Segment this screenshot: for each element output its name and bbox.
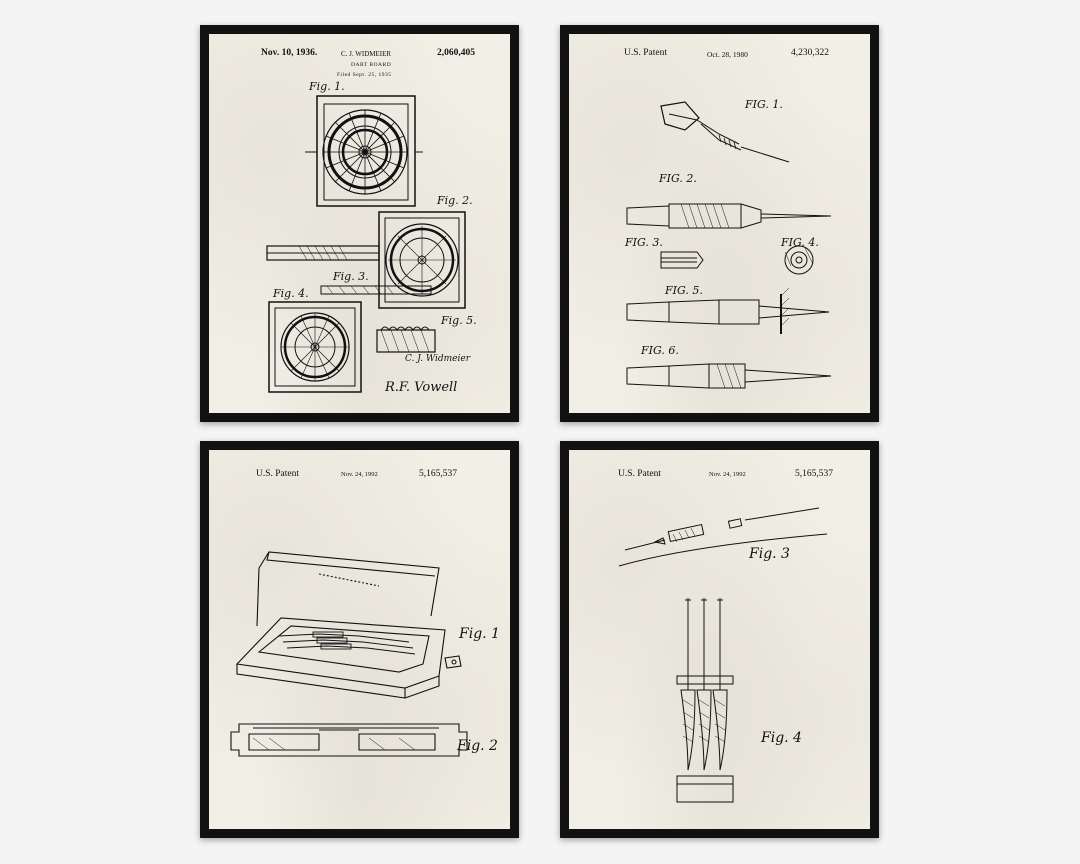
patent-paper: Nov. 10, 1936. C. J. WIDMEIER 2,060,405 … xyxy=(209,34,510,413)
patent-date: Nov. 10, 1936. xyxy=(261,48,318,58)
inventor-signature: C. J. Widmeier xyxy=(405,354,471,364)
patent-label: U.S. Patent xyxy=(624,48,668,58)
patent-label: U.S. Patent xyxy=(256,469,300,479)
fig-label-2: FIG. 2. xyxy=(659,172,697,185)
poster-frame-dart-stand: U.S. Patent Nov. 24, 1992 5,165,537 xyxy=(560,441,879,838)
patent-number: 4,230,322 xyxy=(791,48,829,58)
fig-label-3: FIG. 3. xyxy=(625,236,663,249)
fig-label-4: FIG. 4. xyxy=(781,236,819,249)
patent-paper: U.S. Patent Nov. 24, 1992 5,165,537 xyxy=(569,450,870,829)
patent-paper: U.S. Patent Oct. 28, 1980 4,230,322 xyxy=(569,34,870,413)
fig-label-5: Fig. 5. xyxy=(441,314,477,327)
attorney-signature: R.F. Vowell xyxy=(385,380,458,395)
patent-date: Oct. 28, 1980 xyxy=(707,50,748,59)
dart-board-drawing xyxy=(266,95,466,393)
fig-label-1: FIG. 1. xyxy=(745,98,783,111)
fig-label-5: FIG. 5. xyxy=(665,284,703,297)
dart-stand-drawing xyxy=(618,507,828,803)
patent-number: 5,165,537 xyxy=(795,469,833,479)
dart-case-drawing xyxy=(230,551,468,757)
patent-filed: Filed Sept. 25, 1935 xyxy=(337,72,392,78)
fig-label-1: Fig. 1 xyxy=(459,626,500,642)
poster-frame-dart-case: U.S. Patent Nov. 24, 1992 5,165,537 xyxy=(200,441,519,838)
poster-frame-dart-1980: U.S. Patent Oct. 28, 1980 4,230,322 xyxy=(560,25,879,422)
patent-title: DART BOARD xyxy=(351,62,392,68)
fig-label-4: Fig. 4 xyxy=(761,730,802,746)
patent-label: U.S. Patent xyxy=(618,469,662,479)
patent-date: Nov. 24, 1992 xyxy=(341,471,378,478)
fig-label-3: Fig. 3 xyxy=(749,546,790,562)
fig-label-4: Fig. 4. xyxy=(273,287,309,300)
dart-1980-drawing xyxy=(626,101,832,389)
poster-frame-dart-board: Nov. 10, 1936. C. J. WIDMEIER 2,060,405 … xyxy=(200,25,519,422)
fig-label-3: Fig. 3. xyxy=(333,270,369,283)
fig-label-2: Fig. 2. xyxy=(437,194,473,207)
fig-label-1: Fig. 1. xyxy=(309,80,345,93)
fig-label-2: Fig. 2 xyxy=(457,738,498,754)
patent-paper: U.S. Patent Nov. 24, 1992 5,165,537 xyxy=(209,450,510,829)
patent-inventor: C. J. WIDMEIER xyxy=(341,50,392,58)
patent-number: 2,060,405 xyxy=(437,48,475,58)
fig-label-6: FIG. 6. xyxy=(641,344,679,357)
patent-number: 5,165,537 xyxy=(419,469,457,479)
patent-date: Nov. 24, 1992 xyxy=(709,471,746,478)
